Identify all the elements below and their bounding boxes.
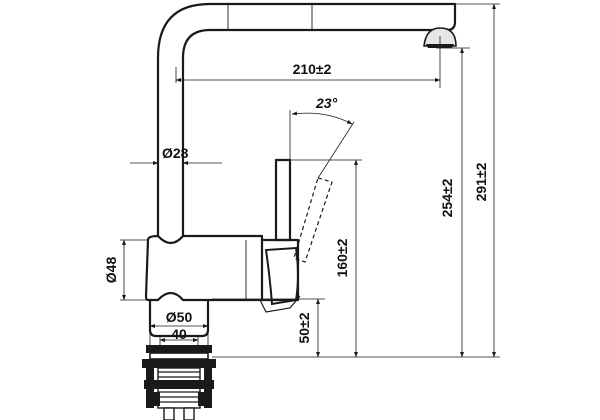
lever-handle — [274, 158, 292, 242]
label-body-diameter: Ø28 — [162, 145, 189, 161]
dimension-labels: 210±2 23° Ø28 Ø48 Ø50 40 160±2 254±2 291… — [103, 61, 489, 344]
label-mount-width: 40 — [171, 326, 187, 342]
label-swivel-angle: 23° — [315, 95, 338, 111]
clamp-top — [142, 359, 216, 368]
nut-left — [148, 392, 160, 406]
spout-arm — [156, 2, 457, 238]
label-deck-to-base: 50±2 — [296, 312, 312, 343]
label-total-height: 291±2 — [473, 162, 489, 201]
label-mount-diameter: Ø50 — [166, 309, 193, 325]
dimension-lines — [122, 3, 496, 358]
label-lever-height: 160±2 — [334, 238, 350, 277]
lever-handle-swivelled — [293, 177, 333, 263]
hose-left — [163, 407, 175, 420]
label-base-diameter: Ø48 — [103, 257, 119, 284]
mounting-kit — [142, 345, 216, 420]
deck-plate — [146, 345, 212, 353]
clamp-leg-left — [146, 368, 154, 408]
clamp-bracket — [144, 380, 214, 389]
lever-base-ring — [264, 246, 299, 306]
label-outlet-height: 254±2 — [439, 178, 455, 217]
hose-right — [183, 407, 195, 420]
dim-arc-swivel-angle — [291, 111, 353, 125]
clamp-leg-right — [204, 368, 212, 408]
faucet-outline — [144, 2, 457, 338]
nut-right — [198, 392, 210, 406]
lever-base-ring-inner — [259, 295, 301, 313]
gasket — [149, 352, 209, 360]
label-spout-reach: 210±2 — [293, 61, 332, 77]
mixer-body — [144, 234, 264, 302]
